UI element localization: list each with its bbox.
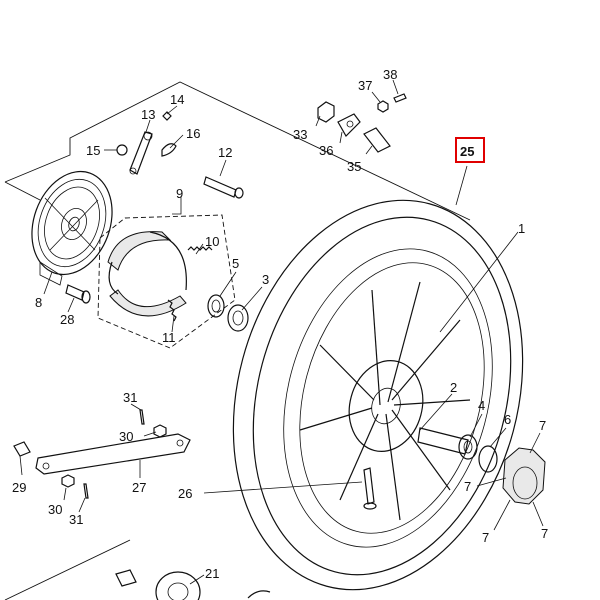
callout-31-upper: 31 [123,390,137,405]
bearing-3 [227,304,249,332]
brake-shoe-group-outline [97,214,236,349]
bolt-15 [116,144,128,156]
pin-31b [83,483,89,499]
brake-panel [31,170,113,286]
rear-wheel [232,199,524,591]
callout-9: 9 [176,186,183,201]
callout-7-right: 7 [541,526,548,541]
damper-7 [502,447,546,505]
spring-10 [187,246,213,251]
callout-13: 13 [141,107,155,122]
callout-3: 3 [262,272,269,287]
callout-15: 15 [86,143,100,158]
callout-1: 1 [518,221,525,236]
callout-labels: 1 2 3 4 5 6 7 7 7 7 8 9 10 11 12 13 14 1… [12,67,548,581]
brake-camshaft-lever [116,111,177,175]
callout-6: 6 [504,412,511,427]
callout-33: 33 [293,127,307,142]
axle-2 [417,427,469,455]
valve-stem-12 [203,176,244,199]
bolt-28 [65,284,91,304]
indicator-16 [161,143,177,157]
callout-4: 4 [478,398,485,413]
callout-7-bottom: 7 [482,530,489,545]
callout-11: 11 [162,330,176,345]
bolt-38 [393,93,407,103]
callout-7-left: 7 [464,479,471,494]
callout-30-lower: 30 [48,502,62,517]
callout-25-highlight[interactable]: 25 [455,137,485,163]
callout-14: 14 [170,92,184,107]
callout-5: 5 [232,256,239,271]
callout-35: 35 [347,159,361,174]
highlight-box [455,137,485,163]
circlip-6 [478,445,498,473]
callout-36: 36 [319,143,333,158]
nut-37 [377,100,389,113]
brake-shoes [107,231,187,317]
pin-31a [139,409,145,425]
callout-7-top: 7 [539,418,546,433]
callout-21: 21 [205,566,219,581]
oil-seal-5 [207,294,225,318]
callout-38: 38 [383,67,397,82]
callout-28: 28 [60,312,74,327]
brake-assembly-outline [4,81,471,221]
callout-27: 27 [132,480,146,495]
callout-37: 37 [358,78,372,93]
adjuster-36 [337,113,361,137]
nut-33 [317,101,335,123]
sprocket-area [4,539,271,600]
callout-25: 25 [460,144,474,159]
callout-30-upper: 30 [119,429,133,444]
spring-11 [167,299,177,322]
bolt-29 [13,441,31,457]
leader-lines [19,79,544,585]
callout-10: 10 [205,234,219,249]
callout-26: 26 [178,486,192,501]
torque-rod-27 [13,409,191,499]
callout-16: 16 [186,126,200,141]
bearing-4 [458,434,478,460]
nut-30b [61,474,75,488]
bolt-14 [162,111,172,121]
nut-30a [153,424,167,438]
wheel-spokes [299,281,471,521]
callout-31-lower: 31 [69,512,83,527]
callout-2: 2 [450,380,457,395]
collar-35 [363,127,391,153]
callout-8: 8 [35,295,42,310]
axle-parts-upper [317,93,407,153]
valve-26 [363,467,377,510]
callout-12: 12 [218,145,232,160]
callout-29: 29 [12,480,26,495]
